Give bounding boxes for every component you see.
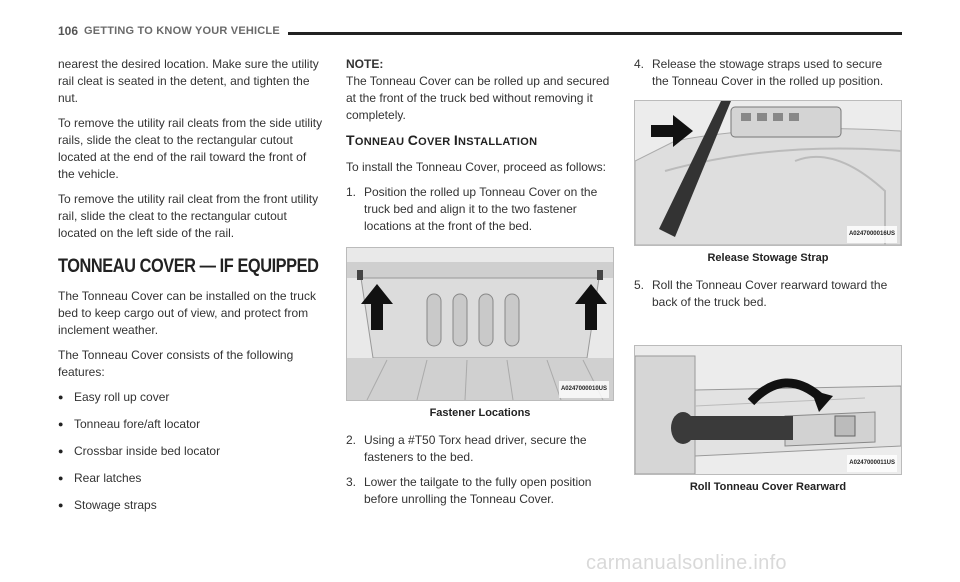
figure-caption: Roll Tonneau Cover Rearward [689,481,847,493]
figure-code: A0247000016US [846,226,897,243]
figure-caption: Release Stowage Strap [707,252,829,264]
section-title: GETTING TO KNOW YOUR VEHICLE [84,25,280,37]
list-item: Crossbar inside bed locator [58,443,326,460]
figure-code: A0247000011US [847,455,897,472]
column-middle: NOTE: The Tonneau Cover can be rolled up… [346,56,614,516]
list-item: 4.Release the stowage straps used to sec… [634,57,884,88]
step-list: 5.Roll the Tonneau Cover rearward toward… [634,277,902,311]
stowage-strap-illustration [635,101,901,245]
figure-roll-tonneau-cover: A0247000011US [634,345,902,475]
arrow-right-icon [651,115,693,147]
truck-bed-illustration [347,248,613,400]
roll-cover-illustration [635,346,901,474]
list-item: Rear latches [58,470,326,487]
list-item: Tonneau fore/aft locator [58,416,326,433]
figure-release-stowage-strap: A0247000016US [634,100,902,246]
paragraph: To remove the utility rail cleat from th… [58,192,319,240]
list-item: 1.Position the rolled up Tonneau Cover o… [346,185,598,233]
list-item: 5.Roll the Tonneau Cover rearward toward… [634,278,888,309]
note-text: The Tonneau Cover can be rolled up and s… [346,74,610,122]
figure-caption: Fastener Locations [429,407,531,419]
subsection-heading: TONNEAU COVER INSTALLATION [346,132,538,148]
page-header: 106 GETTING TO KNOW YOUR VEHICLE [58,22,902,42]
column-right: 4.Release the stowage straps used to sec… [634,56,902,506]
strap-shape [659,101,731,237]
paragraph: To install the Tonneau Cover, proceed as… [346,160,606,174]
step-list: 1.Position the rolled up Tonneau Cover o… [346,184,614,235]
list-item: 3.Lower the tailgate to the fully open p… [346,475,592,506]
figure-fastener-locations: A0247000010US [346,247,614,401]
note-label: NOTE: [346,57,384,71]
column-left: nearest the desired location. Make sure … [58,56,326,524]
figure-code: A0247000010US [558,381,609,398]
step-list: 2.Using a #T50 Torx head driver, secure … [346,432,614,508]
feature-list: Easy roll up cover Tonneau fore/aft loca… [58,389,326,514]
list-item: Stowage straps [58,497,326,514]
section-heading: TONNEAU COVER — IF EQUIPPED [58,256,319,277]
arrow-up-icon [575,284,607,330]
step-list: 4.Release the stowage straps used to sec… [634,56,902,90]
list-item: Easy roll up cover [58,389,326,406]
paragraph: nearest the desired location. Make sure … [58,57,319,105]
note: NOTE: The Tonneau Cover can be rolled up… [346,56,614,124]
arrow-up-icon [361,284,393,330]
paragraph: To remove the utility rail cleats from t… [58,116,323,181]
paragraph: The Tonneau Cover consists of the follow… [58,348,294,379]
paragraph: The Tonneau Cover can be installed on th… [58,289,316,337]
page-number: 106 [58,24,79,38]
header-rule [288,32,902,35]
list-item: 2.Using a #T50 Torx head driver, secure … [346,433,587,464]
watermark-text: carmanualsonline.info [586,552,787,574]
rolled-cover-shape [671,412,793,444]
